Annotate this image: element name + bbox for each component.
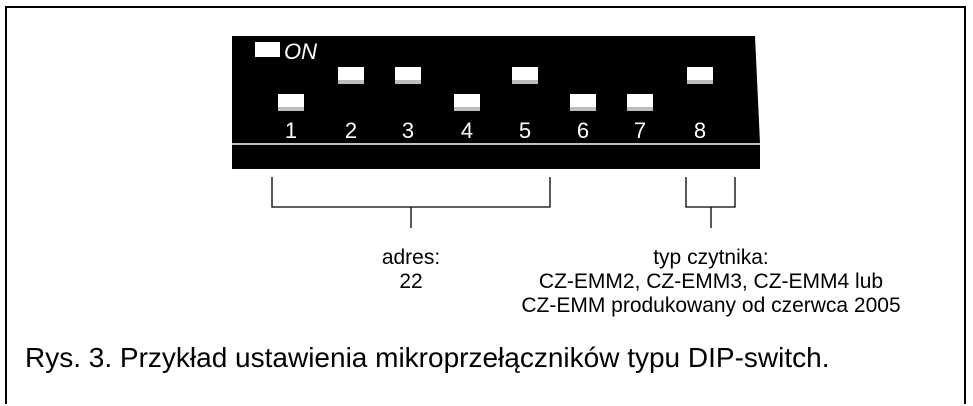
switch-number-6: 6 — [577, 118, 589, 143]
figure-caption: Rys. 3. Przykład ustawienia mikroprzełąc… — [25, 342, 830, 373]
switch-lever-shadow-7 — [627, 107, 653, 111]
dip-switch-base — [232, 143, 760, 169]
switch-lever-shadow-6 — [570, 107, 596, 111]
switch-lever-6 — [570, 94, 596, 107]
address-bracket — [271, 177, 551, 208]
switch-lever-shadow-5 — [512, 80, 538, 84]
switch-number-7: 7 — [634, 118, 646, 143]
dip-switch-body — [232, 36, 760, 143]
switch-lever-shadow-1 — [278, 107, 304, 111]
address-value: 22 — [399, 270, 423, 293]
reader-line1: CZ-EMM2, CZ-EMM3, CZ-EMM4 lub — [538, 270, 884, 293]
switch-lever-8 — [687, 67, 713, 80]
on-label: ON — [284, 39, 317, 64]
figure-frame — [5, 6, 966, 404]
switch-number-8: 8 — [694, 118, 706, 143]
switch-lever-shadow-8 — [687, 80, 713, 84]
switch-lever-4 — [454, 94, 480, 107]
switch-lever-shadow-4 — [454, 107, 480, 111]
switch-lever-2 — [338, 67, 364, 80]
address-label: adres: — [381, 246, 441, 269]
switch-lever-shadow-2 — [338, 80, 364, 84]
switch-lever-3 — [395, 67, 421, 80]
switch-number-1: 1 — [285, 118, 297, 143]
switch-lever-shadow-3 — [395, 80, 421, 84]
reader-bracket — [685, 177, 736, 208]
switch-number-5: 5 — [519, 118, 531, 143]
switch-lever-7 — [627, 94, 653, 107]
switch-lever-5 — [512, 67, 538, 80]
switch-number-3: 3 — [402, 118, 414, 143]
switch-number-2: 2 — [345, 118, 357, 143]
on-indicator — [255, 42, 280, 57]
switch-number-4: 4 — [461, 118, 473, 143]
reader-line2: CZ-EMM produkowany od czerwca 2005 — [521, 294, 901, 317]
switch-lever-1 — [278, 94, 304, 107]
reader-label: typ czytnika: — [653, 246, 769, 269]
